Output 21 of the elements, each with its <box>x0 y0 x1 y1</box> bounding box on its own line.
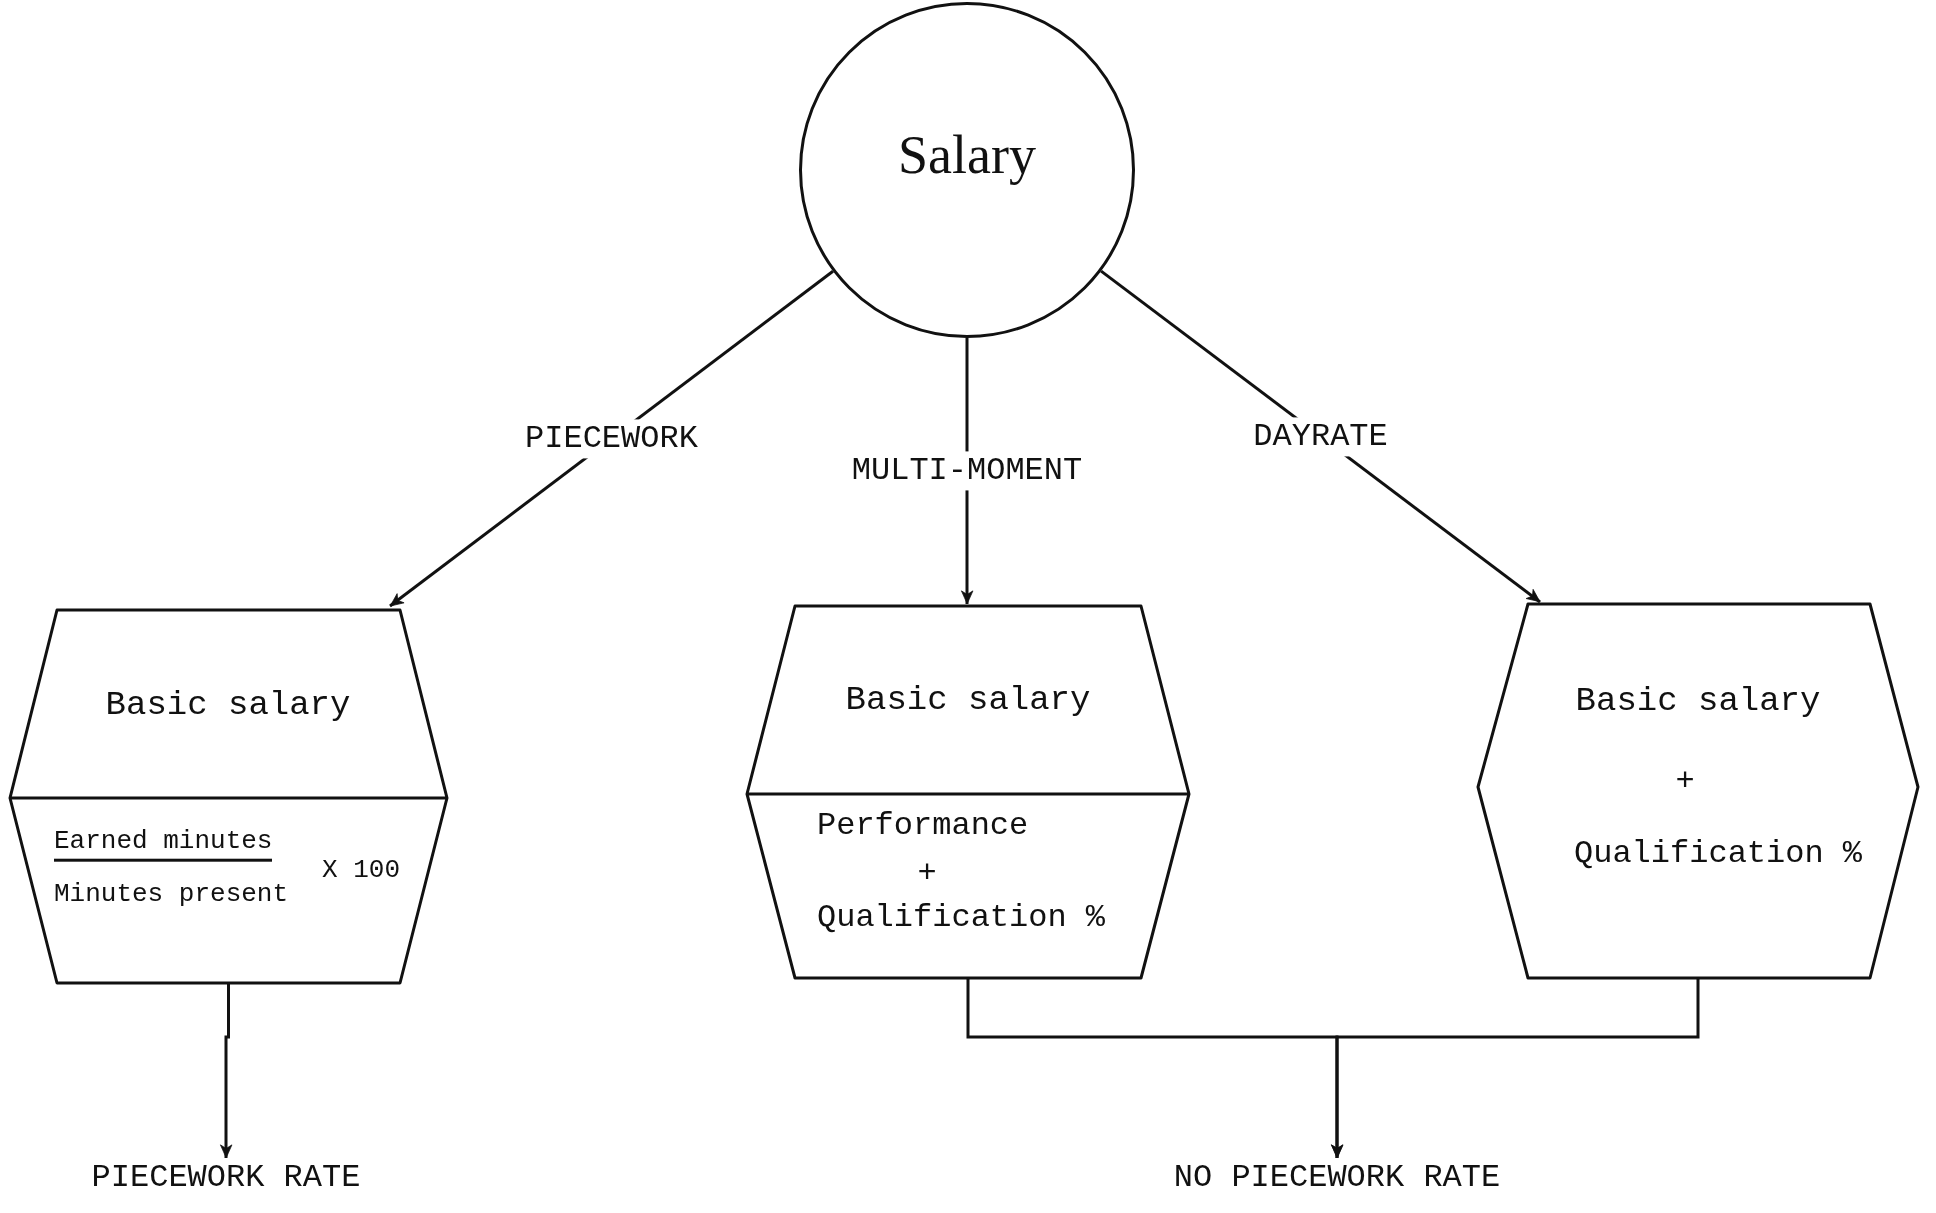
node-text: Salary <box>898 124 1036 186</box>
arrow <box>1331 978 1700 1159</box>
arrow <box>220 983 233 1159</box>
node-text: Minutes present <box>54 879 289 909</box>
node-text: Basic salary <box>105 687 351 725</box>
hexagon-box <box>10 610 447 983</box>
hexagon-box <box>1478 604 1918 978</box>
node-text: + <box>917 856 937 892</box>
arrow <box>1100 269 1541 604</box>
result-text: NO PIECEWORK RATE <box>1173 1160 1501 1198</box>
arrow <box>389 270 834 608</box>
hexagon-box <box>747 606 1189 978</box>
result-text: PIECEWORK RATE <box>91 1160 361 1198</box>
node-text: + <box>1675 764 1695 800</box>
node-text: Performance <box>817 808 1029 844</box>
node-text: X 100 <box>322 855 400 885</box>
node-text: Basic salary <box>845 682 1091 720</box>
node-text: Qualification % <box>1574 836 1863 872</box>
node-text: Basic salary <box>1575 683 1821 721</box>
fraction-numerator: Earned minutes <box>54 826 273 862</box>
node-text: Qualification % <box>817 900 1106 936</box>
